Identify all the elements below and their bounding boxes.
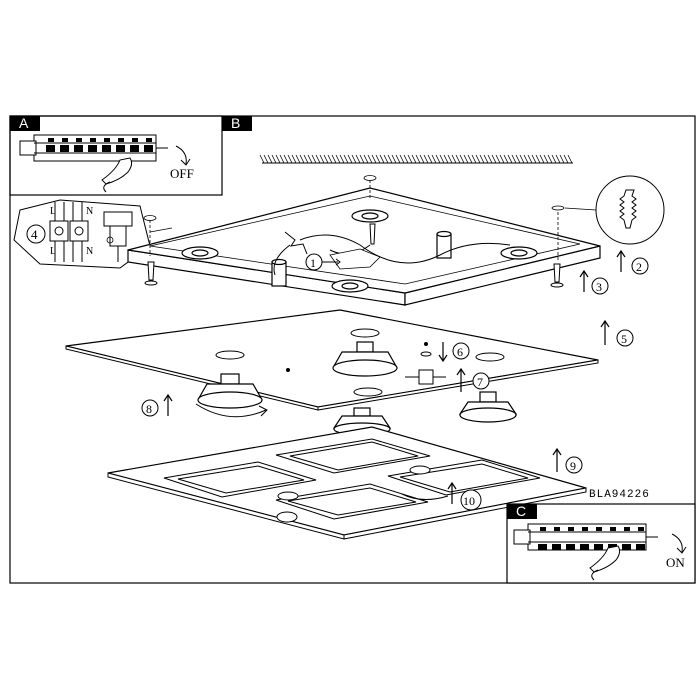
hand-icon-c	[589, 545, 621, 573]
rotate-arrow-icon	[195, 403, 267, 418]
step-10-marker: 10	[401, 481, 482, 511]
switch-on-arrow-icon	[671, 533, 683, 553]
ceiling-hatch	[259, 154, 573, 164]
panel-b-letter: B	[231, 115, 240, 131]
wire-bottom-label-l: L	[50, 246, 56, 257]
wire-bottom-label-n: N	[86, 246, 93, 257]
step-1-marker: 1	[305, 253, 341, 271]
step-9-label: 9	[570, 459, 576, 473]
step-3-label: 3	[596, 280, 602, 294]
step-10-label: 10	[463, 494, 475, 508]
wiring-detail: L N L N	[13, 199, 173, 269]
step-9-marker: 9	[552, 447, 583, 474]
panel-a-border	[9, 115, 223, 196]
mounting-screws	[144, 223, 564, 288]
step-7-marker: 7	[456, 367, 490, 392]
mounting-plate	[127, 175, 601, 306]
panel-a-tab	[10, 116, 40, 131]
panel-c-letter: C	[516, 503, 526, 519]
wire-top-label-n: N	[86, 206, 93, 217]
panel-a-state-label: OFF	[170, 166, 194, 181]
step-2-label: 2	[636, 260, 642, 274]
wall-plug-detail	[551, 175, 665, 245]
panel-c-tab	[507, 504, 537, 519]
step-6-label: 6	[457, 345, 463, 359]
wall-plug-icon	[619, 189, 637, 229]
step-4-label: 4	[31, 227, 38, 242]
panel-c-state-label: ON	[666, 555, 685, 570]
diffuser-plate	[65, 309, 599, 411]
wire-top-label-l: L	[50, 206, 56, 217]
panel-a-letter: A	[19, 115, 29, 131]
step-5-label: 5	[621, 332, 627, 346]
panel-c: C ON	[506, 503, 696, 584]
panel-b-tab: B	[222, 115, 252, 131]
step-2-marker: 2	[616, 249, 649, 275]
plate-sockets	[181, 209, 538, 293]
model-code: BLA94226	[589, 489, 650, 501]
hand-icon	[101, 157, 133, 185]
switch-off-arrow-icon	[175, 145, 187, 165]
step-6-marker: 6	[438, 342, 470, 363]
breaker-block-a	[19, 134, 168, 162]
step-4-marker: 4	[26, 224, 46, 244]
step-8-marker: 8	[141, 393, 173, 417]
bulb-right	[458, 391, 518, 423]
fixing-parts	[405, 342, 446, 385]
panel-a: A OFF	[9, 115, 223, 196]
breaker-block-c	[513, 523, 658, 551]
step-8-label: 8	[146, 402, 152, 416]
step-3-marker: 3	[579, 269, 609, 295]
step-5-marker: 5	[600, 319, 634, 347]
bulb-left	[197, 373, 263, 409]
step-1-label: 1	[310, 256, 316, 270]
bulb-center	[332, 341, 398, 377]
step-7-label: 7	[477, 375, 483, 389]
outer-frame	[9, 115, 696, 584]
earth-icon	[106, 236, 114, 244]
